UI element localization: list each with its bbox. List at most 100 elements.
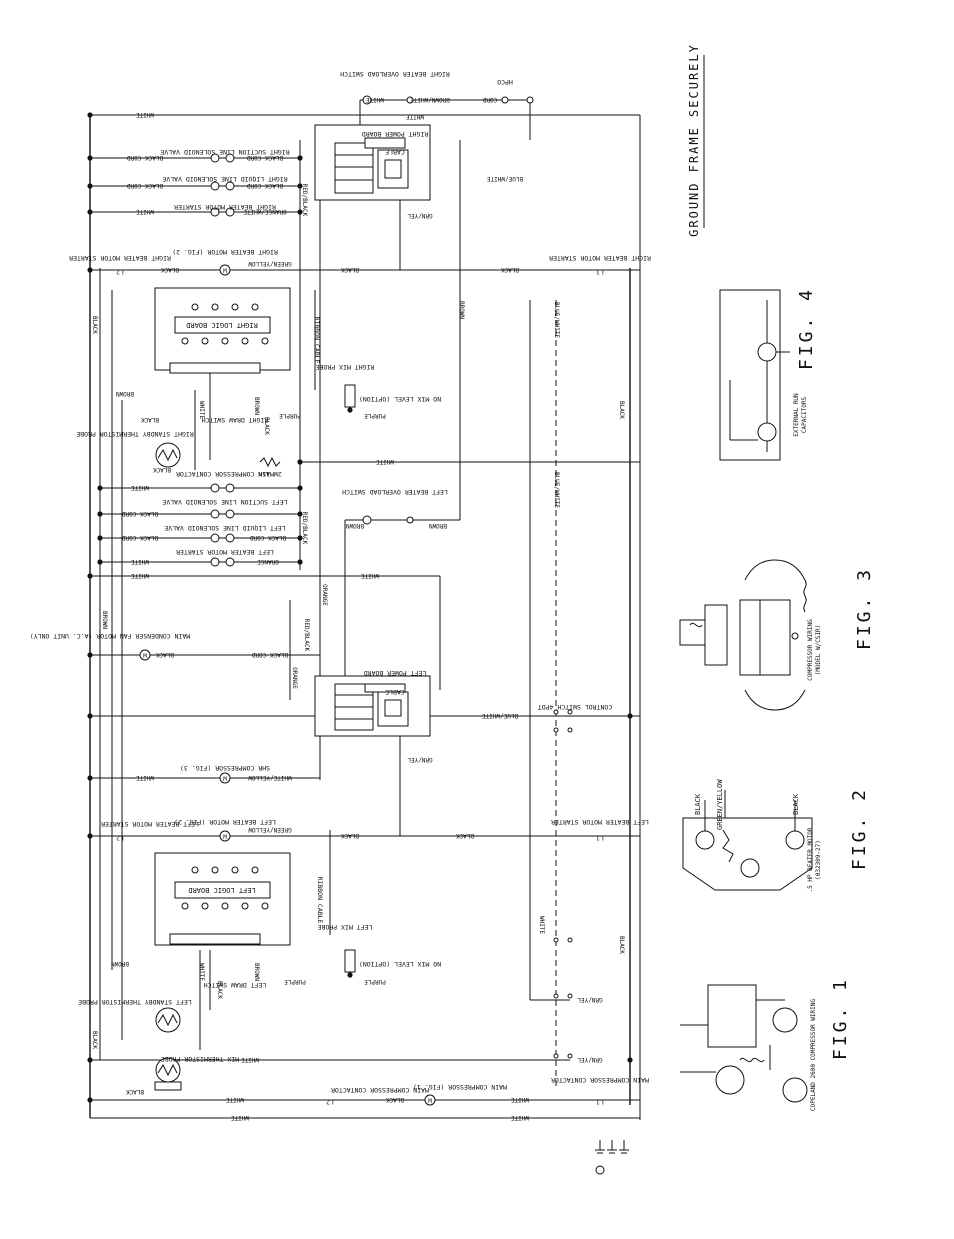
right-beater-starter-label: RIGHT BEATER MOTOR STARTER	[174, 203, 276, 211]
black-label: BLACK	[792, 793, 800, 815]
white-label: WHITE	[511, 1114, 529, 1121]
main-compressor-contactor-label: MAIN COMPRESSOR CONTACTOR	[176, 470, 274, 478]
purple-label: PURPLE	[364, 978, 386, 985]
left-beater-starter-label: LEFT BEATER MOTOR STARTER	[176, 548, 274, 556]
left-beater-motor-label: LEFT BEATER MOTOR (FIG. 2)	[174, 818, 276, 826]
black-label: BLACK	[263, 417, 270, 435]
right-logic-board-label: RIGHT LOGIC BOARD	[186, 321, 258, 329]
red-black-label: RED/BLACK	[301, 184, 308, 217]
blue-white-label: BLUE/WHITE	[553, 302, 560, 339]
cable-label: CABLE	[385, 688, 405, 696]
white-yellow-label: WHITE/YELLOW	[248, 774, 292, 781]
left-beater-overload-label: LEFT BEATER OVERLOAD SWITCH	[342, 488, 448, 496]
fig1-caption-label: COPELAND 2600 COMPRESSOR WIRING	[810, 999, 817, 1111]
white-label: WHITE	[231, 1114, 249, 1121]
orange-label: ORANGE	[257, 558, 279, 565]
white-label: WHITE	[131, 484, 149, 491]
right-power-board: RIGHT POWER BOARD	[314, 124, 431, 201]
fig2-beater-motor-diagram: BLACK GREEN/YELLOW BLACK FIG. 2 .5 HP BE…	[682, 779, 870, 893]
blue-white-label: BLUE/WHITE	[553, 472, 560, 509]
black-label: BLACK	[501, 266, 519, 273]
component-labels: RIGHT BEATER OVERLOAD SWITCH HPCO RIGHT …	[30, 70, 651, 1106]
cord-label: CORD	[482, 96, 497, 103]
svg-text:M: M	[223, 834, 227, 841]
black-label: BLACK	[456, 832, 474, 839]
black-cord-label: BLACK CORD	[127, 154, 164, 161]
left-power-board: LEFT POWER BOARD	[314, 669, 431, 737]
black-cord-label: BLACK CORD	[247, 154, 284, 161]
white-label: WHITE	[131, 558, 149, 565]
right-standby-probe-label: RIGHT STANDBY THERMISTOR PROBE	[76, 430, 193, 438]
white-label: WHITE	[366, 96, 384, 103]
hpco-label: HPCO	[497, 78, 513, 86]
control-switch-label: CONTROL SWITCH 4PDT	[538, 703, 612, 711]
fig4-capacitor-diagram: FIG. 4 EXTERNAL RUN CAPACITORS	[719, 287, 817, 461]
ground-frame-note: GROUND FRAME SECURELY	[687, 43, 701, 237]
red-black-label: RED/BLACK	[303, 619, 310, 652]
resistor-label: 2W 15K	[258, 470, 282, 478]
brown-white-label: BROWN/WHITE	[410, 96, 450, 103]
white-label: WHITE	[136, 774, 154, 781]
white-label: WHITE	[131, 572, 149, 579]
component-symbols: M M M M M	[139, 95, 629, 1175]
black-label: BLACK	[161, 266, 179, 273]
black-cord-label: BLACK CORD	[250, 534, 287, 541]
l2-label: L2	[116, 834, 124, 842]
mix-probe-label: MIX THERMISTOR PROBE	[161, 1055, 239, 1063]
fig3-caption-label: COMPRESSOR WIRING	[807, 619, 814, 681]
left-standby-probe-label: LEFT STANDBY THERMISTOR PROBE	[78, 998, 192, 1006]
fig2-part-label: (032309-27)	[815, 840, 822, 880]
condenser-fan-label: MAIN CONDENSER FAN MOTOR (A.C. UNIT ONLY…	[30, 632, 190, 640]
purple-label: PURPLE	[364, 412, 386, 419]
svg-text:M: M	[143, 653, 147, 660]
green-yellow-label: GREEN/YELLOW	[248, 260, 292, 267]
fig2-title: FIG. 2	[849, 787, 870, 870]
white-label: WHITE	[361, 572, 379, 579]
main-compressor-contactor-label: MAIN COMPRESSOR CONTACTOR	[551, 1076, 649, 1084]
cable-label: CABLE	[385, 148, 405, 156]
grn-yel-label: GRN/YEL	[577, 1056, 603, 1063]
ribbon-cable-label: RIBBON CABLE	[316, 877, 324, 924]
grn-yel-label: GRN/YEL	[407, 756, 433, 763]
left-beater-starter-label: LEFT BEATER MOTOR STARTER	[551, 818, 649, 826]
black-label: BLACK	[386, 1096, 404, 1103]
purple-label: PURPLE	[279, 412, 301, 419]
fig3-title: FIG. 3	[854, 567, 875, 650]
right-logic-board: RIGHT LOGIC BOARD	[154, 287, 291, 374]
black-label: BLACK	[341, 266, 359, 273]
right-liquid-valve-label: RIGHT LIQUID LINE SOLENOID VALVE	[162, 175, 287, 183]
svg-text:M: M	[223, 776, 227, 783]
blue-white-label: BLUE/WHITE	[487, 175, 524, 182]
grn-yel-label: GRN/YEL	[577, 996, 603, 1003]
no-mix-level-label: NO MIX LEVEL (OPTION)	[359, 960, 441, 968]
right-power-board-label: RIGHT POWER BOARD	[362, 130, 429, 138]
junction-dots	[87, 112, 633, 1103]
left-logic-board: LEFT LOGIC BOARD	[154, 852, 291, 946]
brown-label: BROWN	[253, 963, 260, 981]
shr-compressor-label: SHR COMPRESSOR (FIG. 3)	[180, 764, 270, 772]
orange-white-label: ORANGE/WHITE	[243, 208, 287, 215]
black-label: BLACK	[126, 1088, 144, 1095]
grn-yel-label: GRN/YEL	[407, 212, 433, 219]
white-label: WHITE	[136, 208, 154, 215]
orange-label: ORANGE	[321, 584, 328, 606]
no-mix-level-label: NO MIX LEVEL (OPTION)	[359, 395, 441, 403]
black-label: BLACK	[156, 651, 174, 658]
black-label: BLACK	[153, 466, 171, 473]
green-yellow-label: GREEN/YELLOW	[716, 779, 724, 830]
white-label: WHITE	[198, 401, 205, 419]
black-cord-label: BLACK CORD	[247, 182, 284, 189]
black-label: BLACK	[216, 981, 223, 999]
fig1-compressor-diagram: FIG. 1 COPELAND 2600 COMPRESSOR WIRING	[680, 977, 851, 1111]
left-beater-starter-label: LEFT BEATER MOTOR STARTER	[101, 820, 199, 828]
svg-text:M: M	[223, 268, 227, 275]
orange-label: ORANGE	[291, 667, 298, 689]
white-label: WHITE	[406, 113, 424, 120]
right-beater-starter-label: RIGHT BEATER MOTOR STARTER	[69, 254, 171, 262]
blue-white-label: BLUE/WHITE	[482, 712, 519, 719]
black-label: BLACK	[141, 416, 159, 423]
right-suction-valve-label: RIGHT SUCTION LINE SOLENOID VALVE	[160, 148, 289, 156]
brown-label: BROWN	[346, 522, 364, 529]
right-beater-motor-label: RIGHT BEATER MOTOR (FIG. 2)	[172, 248, 278, 256]
